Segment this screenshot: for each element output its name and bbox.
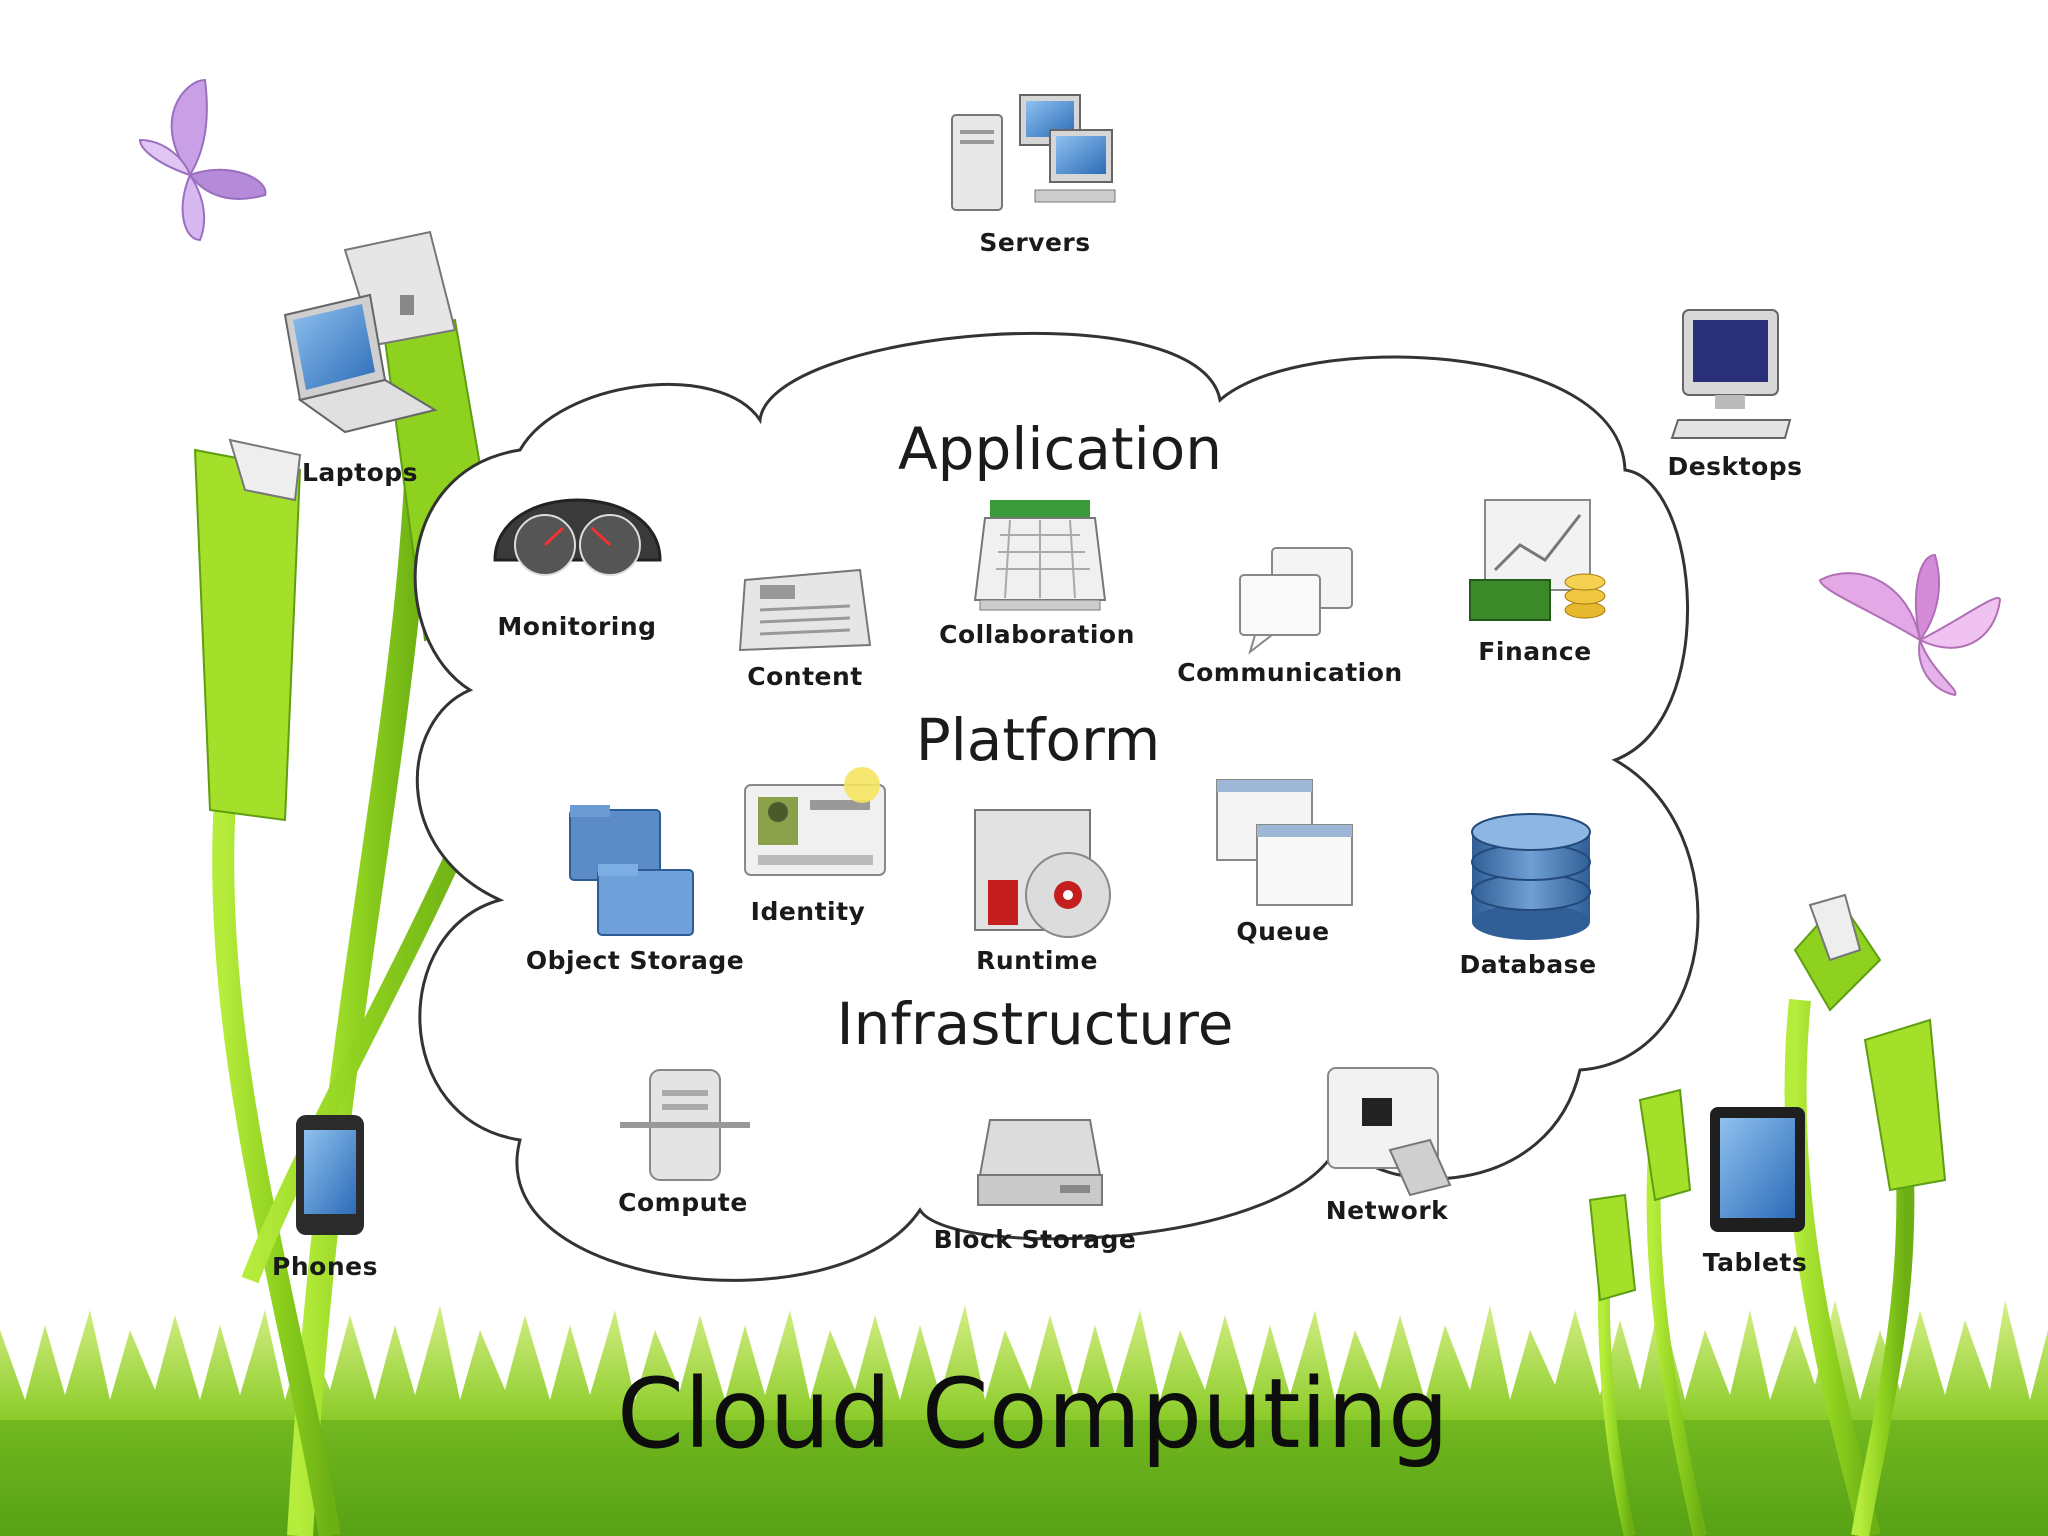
label-servers: Servers [979,228,1091,257]
diagram-title: Cloud Computing [617,1358,1449,1470]
tier-heading-infrastructure: Infrastructure [836,990,1234,1058]
butterfly-icon [1818,553,2002,697]
cloud-shape [413,331,1700,1282]
content-icon [738,568,872,652]
communication-icon [1239,547,1353,655]
compute-icon [620,1069,750,1181]
label-phones: Phones [272,1252,378,1281]
right-usb-cables [1588,893,1947,1536]
monitoring-icon [493,498,662,576]
label-object-storage: Object Storage [525,946,745,975]
identity-icon [744,767,886,876]
runtime-icon [974,809,1111,938]
label-database: Database [1459,950,1597,979]
queue-icon [1216,779,1353,906]
label-collaboration: Collaboration [939,620,1135,649]
label-identity: Identity [750,897,866,926]
label-laptops: Laptops [301,458,419,487]
tier-heading-platform: Platform [915,706,1161,774]
label-tablets: Tablets [1702,1248,1808,1277]
desktops-icon [1670,309,1792,439]
label-compute: Compute [618,1188,748,1217]
label-finance: Finance [1478,637,1592,666]
label-desktops: Desktops [1667,452,1803,481]
label-monitoring: Monitoring [497,612,657,641]
object-storage-icon [569,805,694,936]
tablets-icon [1710,1107,1805,1232]
finance-icon [1469,499,1606,621]
label-content: Content [747,662,863,691]
phones-icon [296,1115,364,1235]
laptops-icon [283,293,438,434]
grass-background [0,1300,2048,1536]
label-block-storage: Block Storage [933,1225,1137,1254]
collaboration-icon [973,500,1107,611]
servers-icon [951,94,1116,211]
network-icon [1327,1067,1452,1197]
butterfly-icon [138,78,267,242]
tier-heading-application: Application [897,415,1223,483]
label-communication: Communication [1177,658,1403,687]
label-network: Network [1325,1196,1449,1225]
label-queue: Queue [1236,917,1330,946]
label-runtime: Runtime [976,946,1098,975]
left-usb-cables [193,230,507,1536]
block-storage-icon [977,1119,1103,1206]
database-icon [1471,813,1591,940]
